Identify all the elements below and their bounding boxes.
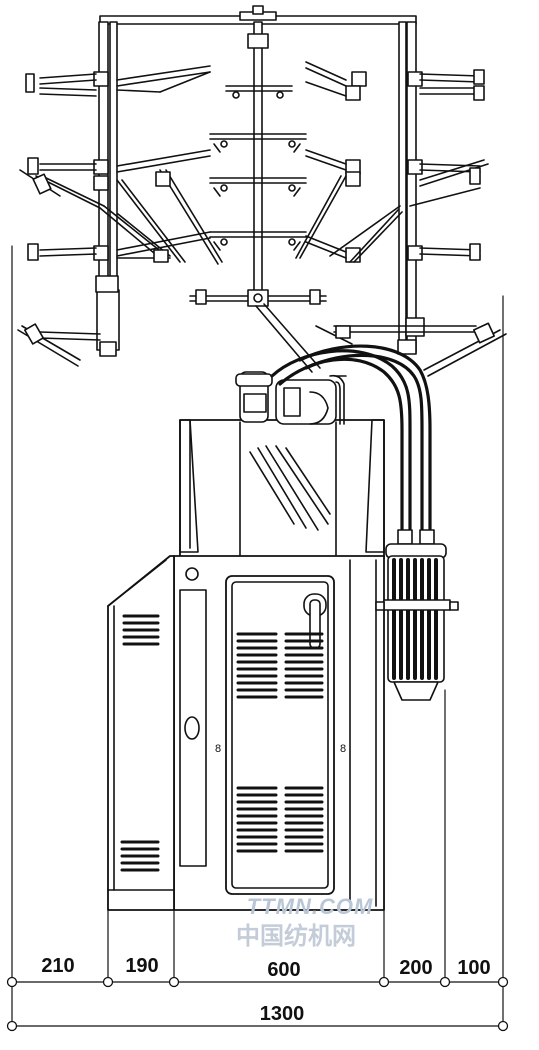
cooling-fan-icon xyxy=(375,529,459,701)
dimension-label-total: 1300 xyxy=(260,1003,305,1025)
dimension-label-200: 200 xyxy=(399,957,432,979)
dimension-label-210: 210 xyxy=(41,955,74,977)
circle-knitting-machine-drawing: 8 8 xyxy=(107,371,385,911)
watermark-url: TTMN.COM xyxy=(247,894,374,919)
watermark-site-name: 中国纺机网 xyxy=(236,922,356,950)
dimension-lines xyxy=(6,976,509,1032)
hose-lines xyxy=(270,344,432,534)
dimension-label-190: 190 xyxy=(125,955,158,977)
dimension-label-600: 600 xyxy=(267,959,300,981)
yarn-feeder-icon xyxy=(189,85,327,373)
creel-icon xyxy=(17,5,507,377)
dimension-label-100: 100 xyxy=(457,957,490,979)
extension-lines xyxy=(11,245,504,1031)
panel-mark: 8 xyxy=(215,743,221,755)
panel-mark: 8 xyxy=(340,743,346,755)
